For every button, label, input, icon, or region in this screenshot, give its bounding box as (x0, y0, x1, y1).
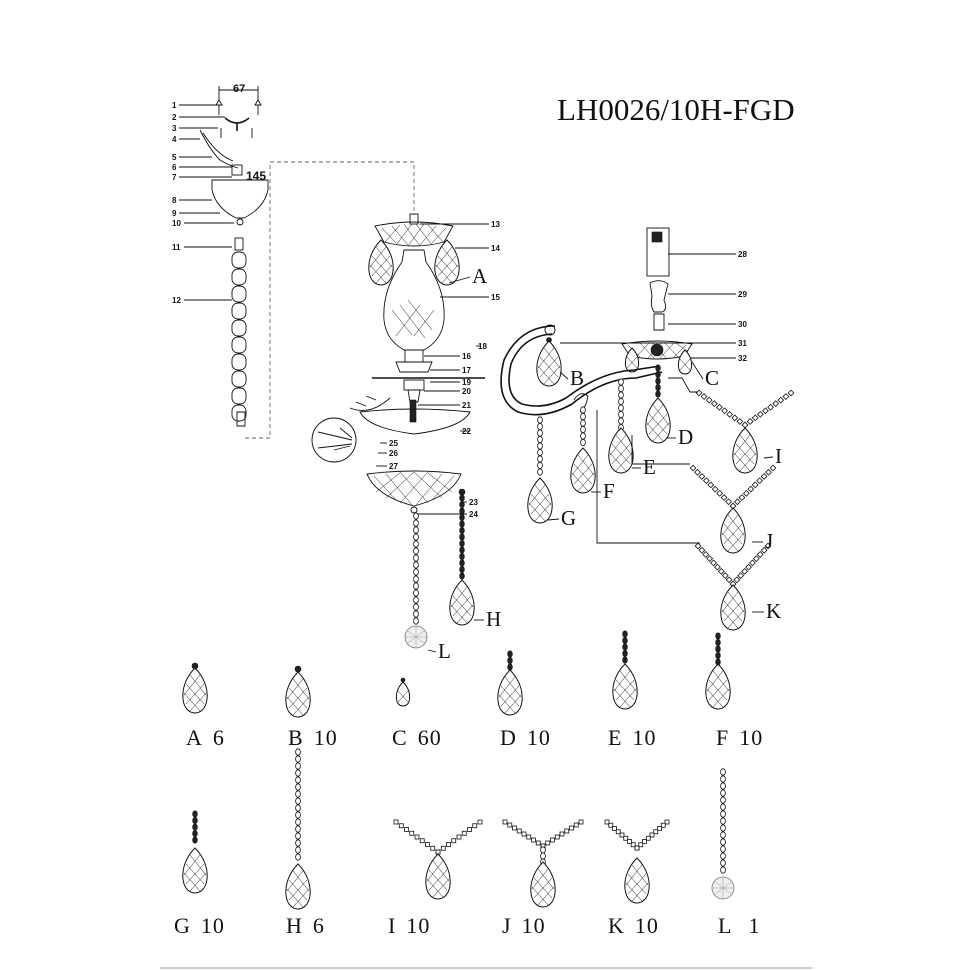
key-letter: B (288, 725, 304, 750)
part-number-7: 7 (172, 173, 177, 182)
part-number-24: 24 (469, 510, 478, 519)
callout-K: K (766, 599, 781, 623)
crystal-key-C: C 60 (392, 725, 442, 750)
key-qty: 10 (406, 913, 430, 938)
crystal-key-F: F 10 (716, 725, 763, 750)
callout-H: H (486, 607, 501, 631)
key-letter: K (608, 913, 625, 938)
part-number-32: 32 (738, 354, 747, 363)
model-title: LH0026/10H-FGD (557, 92, 795, 127)
crystal-key-B: B 10 (288, 725, 338, 750)
key-letter: F (716, 725, 729, 750)
key-qty: 10 (632, 725, 656, 750)
part-number-6: 6 (172, 163, 177, 172)
key-qty: 6 (213, 725, 225, 750)
part-number-27: 27 (389, 462, 398, 471)
key-qty: 10 (739, 725, 763, 750)
key-qty: 10 (314, 725, 338, 750)
crystal-key-E: E 10 (608, 725, 656, 750)
callout-E: E (643, 455, 656, 479)
part-number-21: 21 (462, 401, 471, 410)
key-letter: L (718, 913, 732, 938)
crystal-key-I: I 10 (388, 913, 430, 938)
part-number-8: 8 (172, 196, 177, 205)
key-letter: D (500, 725, 517, 750)
crystal-key-K: K 10 (608, 913, 659, 938)
part-number-13: 13 (491, 220, 500, 229)
key-qty: 10 (635, 913, 659, 938)
part-number-9: 9 (172, 209, 177, 218)
callout-B: B (570, 366, 584, 390)
callout-C: C (705, 366, 719, 390)
part-number-3: 3 (172, 124, 177, 133)
key-letter: I (388, 913, 396, 938)
part-number-30: 30 (738, 320, 747, 329)
part-number-16: 16 (462, 352, 471, 361)
key-letter: J (502, 913, 512, 938)
crystal-key-D: D 10 (500, 725, 551, 750)
part-number-4: 4 (172, 135, 177, 144)
ceiling-assembly: 67 145 (199, 83, 415, 439)
part-number-23: 23 (469, 498, 478, 507)
key-qty: 6 (313, 913, 325, 938)
part-number-10: 10 (172, 219, 181, 228)
key-letter: H (286, 913, 303, 938)
crystal-key-G: G 10 (174, 913, 225, 938)
part-number-26: 26 (389, 449, 398, 458)
key-qty: 1 (748, 913, 760, 938)
callout-F: F (603, 479, 615, 503)
callout-L: L (438, 639, 451, 663)
callout-D: D (678, 425, 693, 449)
part-number-1: 1 (172, 101, 177, 110)
key-qty: 10 (527, 725, 551, 750)
key-letter: A (186, 725, 203, 750)
part-number-29: 29 (738, 290, 747, 299)
part-number-28: 28 (738, 250, 747, 259)
part-number-5: 5 (172, 153, 177, 162)
part-number-18: 18 (478, 342, 487, 351)
part-number-15: 15 (491, 293, 500, 302)
callout-I: I (775, 444, 782, 468)
part-number-31: 31 (738, 339, 747, 348)
key-letter: C (392, 725, 408, 750)
callout-J: J (765, 529, 773, 553)
part-number-22: 22 (462, 427, 471, 436)
part-number-2: 2 (172, 113, 177, 122)
key-qty: 10 (201, 913, 225, 938)
key-qty: 60 (418, 725, 442, 750)
callout-letters: A B C DE F G H I J K L (427, 264, 782, 663)
part-number-14: 14 (491, 244, 500, 253)
part-number-12: 12 (172, 296, 181, 305)
part-number-19: 19 (462, 378, 471, 387)
key-letter: G (174, 913, 191, 938)
key-letter: E (608, 725, 622, 750)
center-column (311, 213, 485, 649)
part-number-20: 20 (462, 387, 471, 396)
key-qty: 10 (522, 913, 546, 938)
part-number-25: 25 (389, 439, 398, 448)
dimension-canopy: 145 (246, 169, 266, 183)
part-number-11: 11 (172, 243, 181, 252)
crystal-key-J: J 10 (502, 913, 546, 938)
arm-assembly (500, 227, 795, 631)
crystal-key-icons (182, 630, 735, 910)
dimension-top: 67 (233, 83, 245, 95)
part-number-17: 17 (462, 366, 471, 375)
callout-A: A (472, 264, 488, 288)
callout-G: G (561, 506, 576, 530)
